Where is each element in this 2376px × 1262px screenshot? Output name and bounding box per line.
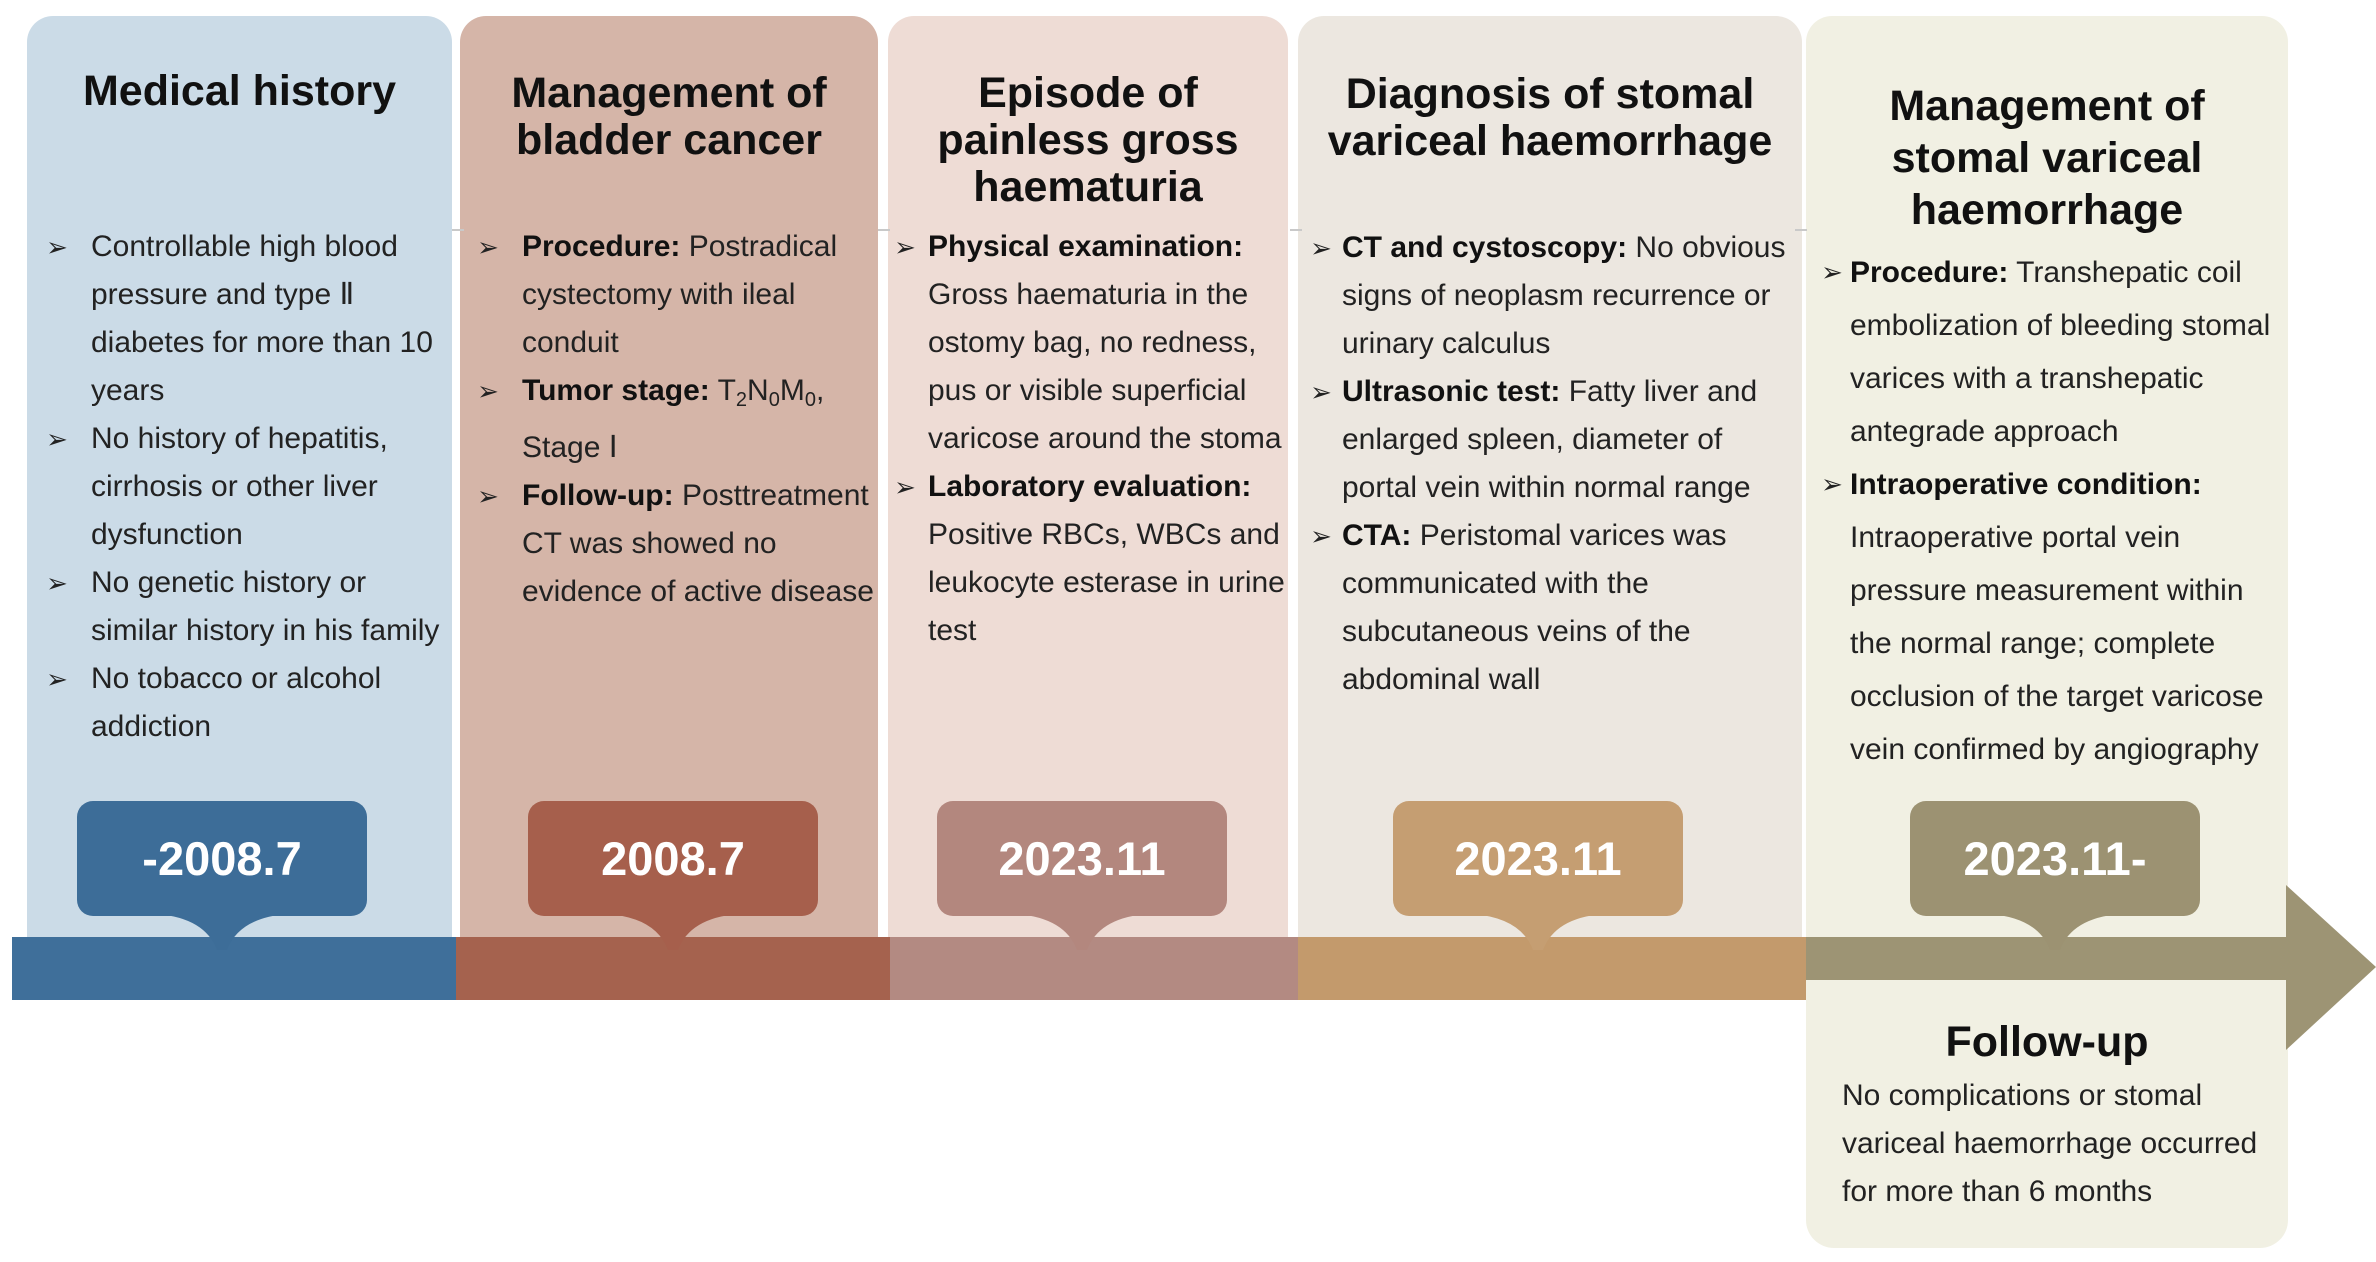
timeline-segment-1 (12, 937, 456, 1000)
arrow-bullet-icon: ➢ (1821, 257, 1843, 287)
arrow-bullet-icon: ➢ (46, 232, 68, 262)
column-panel-diagnosis: Diagnosis of stomal variceal haemorrhage… (1298, 16, 1802, 996)
bullet-list: ➢Procedure: Postradical cystectomy with … (468, 223, 876, 616)
list-item: ➢CT and cystoscopy: No obvious signs of … (1306, 224, 1786, 368)
timeline-arrow-head-icon (2286, 885, 2376, 1050)
arrow-bullet-icon: ➢ (894, 472, 916, 502)
divider (1290, 229, 1302, 231)
badge-pointer (1017, 914, 1147, 950)
bullet-list: ➢Physical examination: Gross haematuria … (888, 223, 1288, 655)
timeline-segment-4 (1298, 937, 1806, 1000)
column-title: Medical history (82, 67, 397, 115)
arrow-bullet-icon: ➢ (1310, 521, 1332, 551)
arrow-bullet-icon: ➢ (477, 232, 499, 262)
column-title: Management of bladder cancer (511, 69, 827, 164)
arrow-bullet-icon: ➢ (46, 424, 68, 454)
bullet-list: ➢Controllable high blood pressure and ty… (37, 223, 447, 751)
badge-pointer (157, 914, 287, 950)
date-badge-3: 2023.11 (937, 801, 1227, 950)
arrow-bullet-icon: ➢ (46, 568, 68, 598)
arrow-bullet-icon: ➢ (1310, 233, 1332, 263)
arrow-bullet-icon: ➢ (1821, 469, 1843, 499)
divider (1795, 229, 1807, 231)
list-item: ➢CTA: Peristomal varices was communicate… (1306, 512, 1786, 704)
date-badge-5: 2023.11- (1910, 801, 2200, 950)
list-item: ➢Physical examination: Gross haematuria … (888, 223, 1288, 463)
date-badge-4: 2023.11 (1393, 801, 1683, 950)
list-item: ➢Intraoperative condition: Intraoperativ… (1820, 458, 2280, 776)
follow-up-box: Follow-up No complications or stomal var… (1806, 980, 2288, 1248)
list-item: ➢Procedure: Postradical cystectomy with … (468, 223, 876, 367)
date-badge-2: 2008.7 (528, 801, 818, 950)
badge-pointer (1990, 914, 2120, 950)
column-title: Episode of painless gross haematuria (937, 69, 1239, 211)
timeline-segment-3 (890, 937, 1298, 1000)
follow-up-text: No complications or stomal variceal haem… (1842, 1079, 2258, 1208)
bullet-list: ➢Procedure: Transhepatic coil embolizati… (1820, 246, 2280, 776)
column-panel-management-haemorrhage: Management of stomal variceal haemorrhag… (1806, 16, 2288, 996)
list-item: ➢No genetic history or similar history i… (37, 559, 447, 655)
badge-pointer (1473, 914, 1603, 950)
list-item: ➢No tobacco or alcohol addiction (37, 655, 447, 751)
list-item: ➢Ultrasonic test: Fatty liver and enlarg… (1306, 368, 1786, 512)
list-item: ➢Follow-up: Posttreatment CT was showed … (468, 472, 876, 616)
list-item: ➢Tumor stage: T2N0M0, Stage Ⅰ (468, 367, 876, 472)
list-item: ➢Procedure: Transhepatic coil embolizati… (1820, 246, 2280, 458)
column-title: Management of stomal variceal haemorrhag… (1889, 82, 2205, 234)
arrow-bullet-icon: ➢ (46, 664, 68, 694)
tumor-stage-value: T2N0M0, Stage Ⅰ (522, 374, 825, 464)
arrow-bullet-icon: ➢ (477, 481, 499, 511)
divider (452, 229, 464, 231)
arrow-bullet-icon: ➢ (477, 376, 499, 406)
list-item: ➢Laboratory evaluation: Positive RBCs, W… (888, 463, 1288, 655)
date-badge-1: -2008.7 (77, 801, 367, 950)
follow-up-title: Follow-up (1945, 1018, 2149, 1066)
bullet-list: ➢CT and cystoscopy: No obvious signs of … (1306, 224, 1786, 704)
badge-pointer (608, 914, 738, 950)
list-item: ➢No history of hepatitis, cirrhosis or o… (37, 415, 447, 559)
column-title: Diagnosis of stomal variceal haemorrhage (1327, 70, 1773, 165)
list-item: ➢Controllable high blood pressure and ty… (37, 223, 447, 415)
arrow-bullet-icon: ➢ (1310, 377, 1332, 407)
divider (878, 229, 890, 231)
arrow-bullet-icon: ➢ (894, 232, 916, 262)
